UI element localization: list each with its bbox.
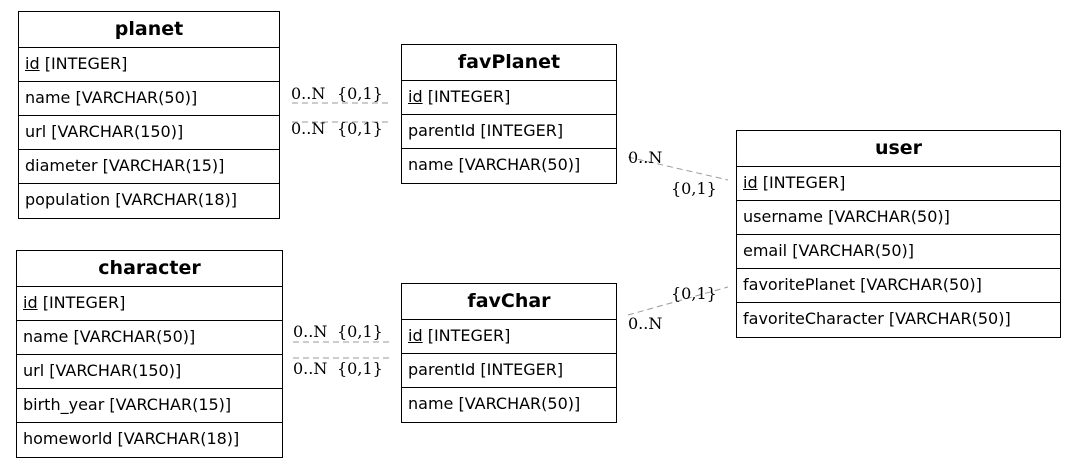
- field-row: birth_year [VARCHAR(15)]: [17, 389, 282, 423]
- primary-key-row: id [INTEGER]: [402, 81, 616, 115]
- primary-key-type: [INTEGER]: [37, 293, 126, 312]
- cardinality-many: 0..N: [628, 314, 662, 333]
- entity-planet[interactable]: planet id [INTEGER] name [VARCHAR(50)] u…: [18, 11, 280, 219]
- cardinality-many: 0..N: [291, 84, 325, 103]
- field-row: url [VARCHAR(150)]: [19, 116, 279, 150]
- primary-key-name: id: [408, 87, 423, 106]
- cardinality-one: {0,1}: [337, 359, 383, 378]
- relationship-line: [627, 286, 729, 316]
- field-row: username [VARCHAR(50)]: [737, 201, 1060, 235]
- primary-key-row: id [INTEGER]: [402, 320, 616, 354]
- field-row: favoritePlanet [VARCHAR(50)]: [737, 269, 1060, 303]
- field-row: name [VARCHAR(50)]: [408, 155, 581, 174]
- field-row: population [VARCHAR(18)]: [25, 190, 238, 209]
- primary-key-name: id: [743, 173, 758, 192]
- field-row: diameter [VARCHAR(15)]: [19, 150, 279, 184]
- cardinality-one: {0,1}: [671, 284, 717, 303]
- primary-key-name: id: [25, 54, 40, 73]
- entity-title: favChar: [402, 284, 616, 320]
- entity-title: user: [737, 131, 1060, 167]
- cardinality-one: {0,1}: [337, 84, 383, 103]
- field-row: homeworld [VARCHAR(18)]: [23, 429, 240, 448]
- cardinality-one: {0,1}: [337, 322, 383, 341]
- primary-key-type: [INTEGER]: [39, 54, 128, 73]
- field-row: favoriteCharacter [VARCHAR(50)]: [743, 309, 1011, 328]
- entity-title: favPlanet: [402, 45, 616, 81]
- entity-user[interactable]: user id [INTEGER] username [VARCHAR(50)]…: [736, 130, 1061, 338]
- cardinality-many: 0..N: [628, 148, 662, 167]
- entity-favplanet[interactable]: favPlanet id [INTEGER] parentId [INTEGER…: [401, 44, 617, 184]
- entity-title: character: [17, 251, 282, 287]
- primary-key-name: id: [23, 293, 38, 312]
- primary-key-type: [INTEGER]: [757, 173, 846, 192]
- cardinality-many: 0..N: [293, 322, 327, 341]
- field-row: parentId [INTEGER]: [402, 115, 616, 149]
- entity-title: planet: [19, 12, 279, 48]
- cardinality-one: {0,1}: [671, 179, 717, 198]
- entity-favchar[interactable]: favChar id [INTEGER] parentId [INTEGER] …: [401, 283, 617, 423]
- field-row: name [VARCHAR(50)]: [19, 82, 279, 116]
- field-row: url [VARCHAR(150)]: [17, 355, 282, 389]
- cardinality-one: {0,1}: [337, 119, 383, 138]
- cardinality-many: 0..N: [293, 359, 327, 378]
- primary-key-type: [INTEGER]: [422, 87, 511, 106]
- primary-key-row: id [INTEGER]: [19, 48, 279, 82]
- relationship-line: [627, 156, 729, 181]
- field-row: email [VARCHAR(50)]: [737, 235, 1060, 269]
- primary-key-name: id: [408, 326, 423, 345]
- field-row: parentId [INTEGER]: [402, 354, 616, 388]
- primary-key-row: id [INTEGER]: [17, 287, 282, 321]
- primary-key-row: id [INTEGER]: [737, 167, 1060, 201]
- field-row: name [VARCHAR(50)]: [408, 394, 581, 413]
- primary-key-type: [INTEGER]: [422, 326, 511, 345]
- entity-character[interactable]: character id [INTEGER] name [VARCHAR(50)…: [16, 250, 283, 458]
- cardinality-many: 0..N: [291, 119, 325, 138]
- field-row: name [VARCHAR(50)]: [17, 321, 282, 355]
